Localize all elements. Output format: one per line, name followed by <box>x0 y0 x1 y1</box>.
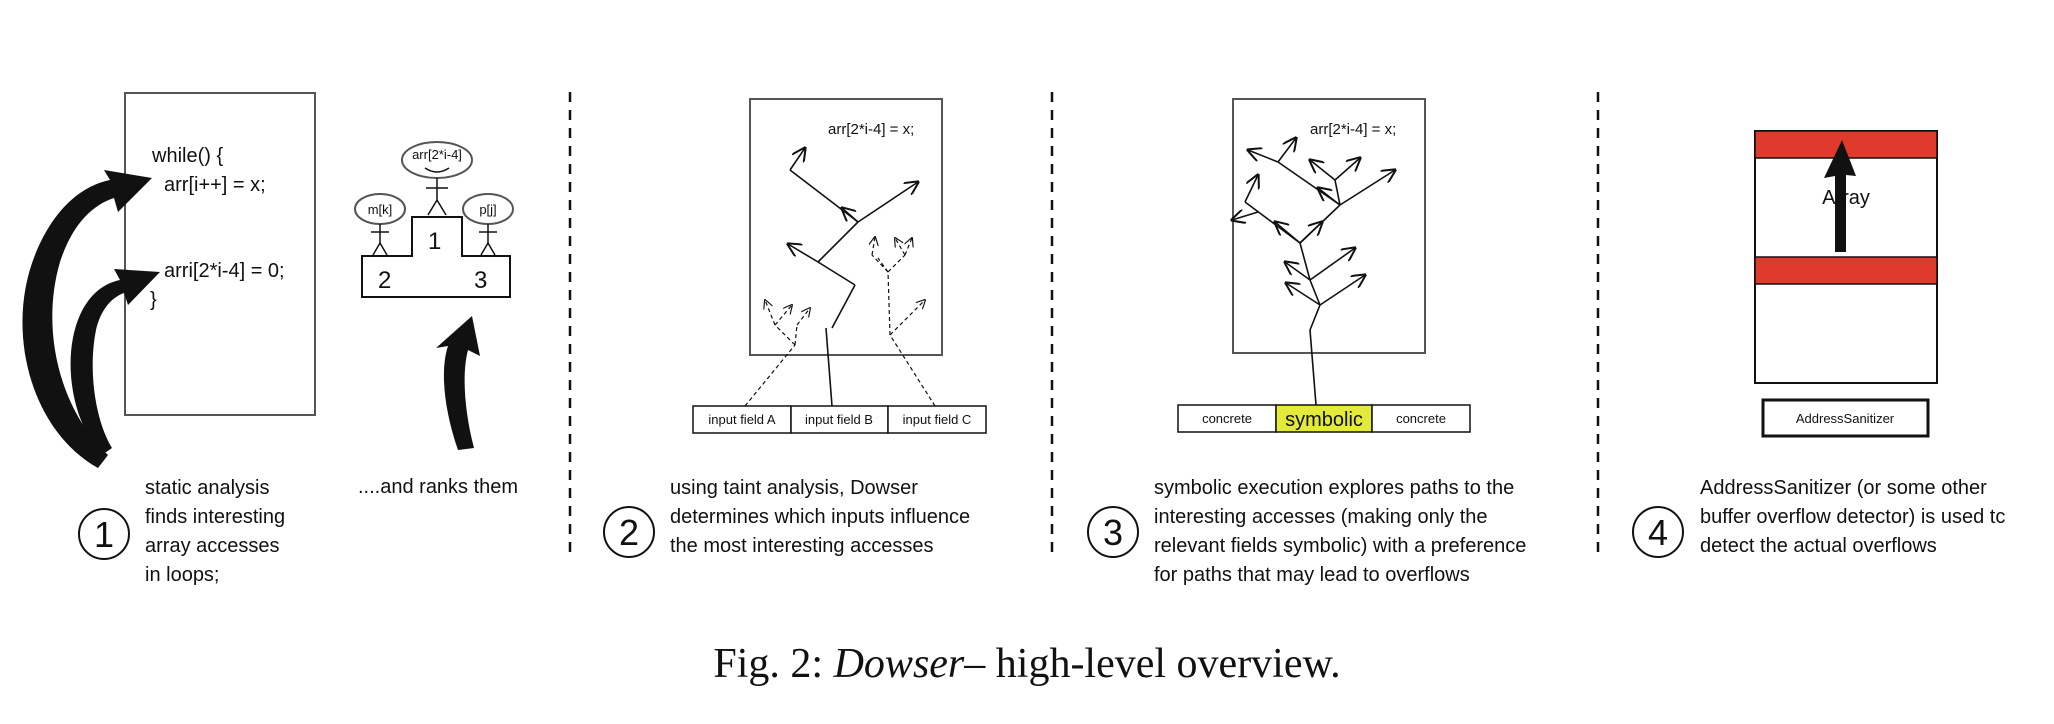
step1-number: 1 <box>94 514 114 555</box>
third-label: p[j] <box>479 202 496 217</box>
redzone-top <box>1754 130 1938 159</box>
exploration-box <box>1232 98 1426 354</box>
step4-desc-line-1: AddressSanitizer (or some other <box>1700 477 1987 499</box>
concrete-field-left-label: concrete <box>1202 411 1252 426</box>
step4-desc-line-2: buffer overflow detector) is used tc <box>1700 506 2005 528</box>
symbolic-field <box>1275 404 1373 433</box>
step1-desc-line-2: finds interesting <box>145 506 285 528</box>
code-line-2: arr[i++] = x; <box>164 174 266 196</box>
step2-desc-line-2: determines which inputs influence <box>670 506 970 528</box>
taint-tree <box>788 148 918 329</box>
input-field-c-label: input field C <box>903 412 972 427</box>
concrete-field-right <box>1371 404 1471 433</box>
caption-suffix: – high-level overview. <box>964 641 1341 687</box>
concrete-field-left <box>1177 404 1277 433</box>
step4-number-circle <box>1632 506 1684 558</box>
step1-desc-line-4: in loops; <box>145 564 220 586</box>
step4-desc-line-3: detect the actual overflows <box>1700 535 1937 557</box>
step4-section: Array AddressSanitizer 4 AddressSanitize… <box>1632 130 2005 558</box>
rank-desc: ....and ranks them <box>358 476 518 498</box>
podium-rank-1: 1 <box>428 228 441 255</box>
podium-rank-2: 2 <box>378 267 391 294</box>
figure-caption: Fig. 2: Dowser– high-level overview. <box>0 640 2054 688</box>
step3-desc-line-2: interesting accesses (making only the <box>1154 506 1488 528</box>
step3-section: arr[2*i-4] = x; c <box>1087 98 1526 586</box>
access-label-3: arr[2*i-4] = x; <box>1310 121 1396 138</box>
caption-tool-name: Dowser <box>833 641 965 687</box>
second-label: m[k] <box>368 202 393 217</box>
symbolic-field-label: symbolic <box>1285 409 1363 431</box>
step2-section: arr[2*i-4] = x; <box>603 98 987 558</box>
detector-box <box>1761 398 1930 438</box>
podium-rank-3: 3 <box>474 267 487 294</box>
step2-desc-line-3: the most interesting accesses <box>670 535 933 557</box>
podium: 1 2 3 arr[2*i-4] m[k] p[j] <box>354 141 514 298</box>
brush-arrow-rank <box>436 316 480 450</box>
input-field-a <box>692 405 792 434</box>
step1-desc-line-3: array accesses <box>145 535 280 557</box>
input-field-c <box>887 405 987 434</box>
step1-section: while() { arr[i++] = x; arri[2*i-4] = 0;… <box>22 92 518 586</box>
step3-number-circle <box>1087 506 1139 558</box>
code-line-1: while() { <box>151 145 223 167</box>
winner-label: arr[2*i-4] <box>412 147 462 162</box>
input-field-b-label: input field B <box>805 412 873 427</box>
step2-number: 2 <box>619 512 639 553</box>
array-label: Array <box>1822 187 1870 209</box>
step1-desc-line-1: static analysis <box>145 477 270 499</box>
code-line-3: arri[2*i-4] = 0; <box>164 260 285 282</box>
redzone-bottom <box>1754 256 1938 285</box>
brush-arrow-small <box>70 269 160 455</box>
code-line-4: } <box>150 289 157 311</box>
access-label: arr[2*i-4] = x; <box>828 121 914 138</box>
caption-prefix: Fig. 2: <box>713 641 834 687</box>
brush-arrow-large <box>22 170 152 468</box>
step3-desc-line-4: for paths that may lead to overflows <box>1154 564 1470 586</box>
step3-desc-line-3: relevant fields symbolic) with a prefere… <box>1154 535 1526 557</box>
taint-tree-dashed <box>765 237 925 346</box>
program-box <box>749 98 943 356</box>
input-field-b <box>790 405 889 434</box>
step2-number-circle <box>603 506 655 558</box>
input-field-a-label: input field A <box>708 412 776 427</box>
concrete-field-right-label: concrete <box>1396 411 1446 426</box>
code-box <box>124 92 316 416</box>
step2-desc-line-1: using taint analysis, Dowser <box>670 477 918 499</box>
symbolic-tree <box>1232 138 1395 331</box>
step3-number: 3 <box>1103 512 1123 553</box>
step3-desc-line-1: symbolic execution explores paths to the <box>1154 477 1514 499</box>
overflow-arrow <box>1824 140 1856 252</box>
detector-label: AddressSanitizer <box>1796 411 1895 426</box>
step1-number-circle <box>78 508 130 560</box>
step4-number: 4 <box>1648 512 1668 553</box>
